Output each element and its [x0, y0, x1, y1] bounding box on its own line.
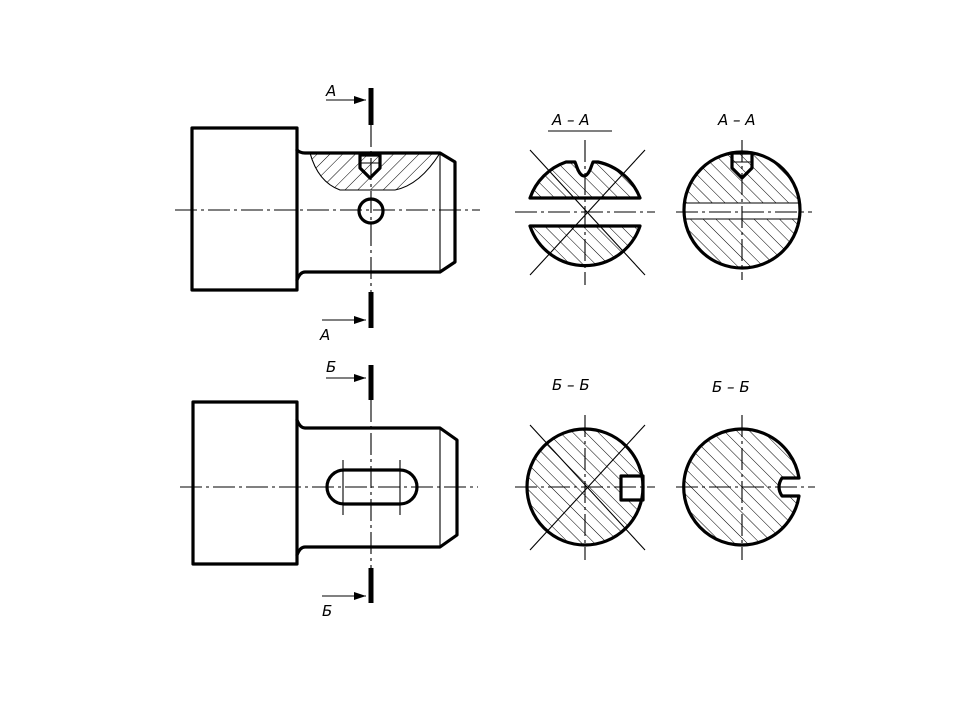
diag-2 — [529, 149, 646, 276]
pin-hole-section — [358, 153, 382, 180]
section-a-a-left: А – А — [515, 111, 655, 285]
section-b-b-right: Б – Б — [676, 378, 815, 560]
keyway-blank — [621, 476, 643, 500]
arrow-b-bottom-head — [354, 592, 366, 600]
disc-outline — [682, 427, 801, 547]
label-a-top: А — [325, 82, 336, 100]
title-b-b-right: Б – Б — [712, 378, 750, 396]
section-b-b-left: Б – Б — [515, 376, 655, 560]
label-a-bottom: А — [319, 326, 330, 344]
arrow-b-top-head — [354, 374, 366, 382]
shaft-body-small — [295, 148, 457, 282]
bottom-half-outline — [528, 224, 642, 268]
local-section-border — [309, 152, 441, 191]
diag-2 — [529, 424, 646, 551]
section-a-a-right: А – А — [676, 111, 812, 280]
arrow-a-top-head — [354, 96, 366, 104]
title-b-b-left: Б – Б — [552, 376, 590, 394]
pin-hole — [730, 151, 754, 180]
shaft-body-large — [190, 126, 299, 292]
title-a-a-right: А – А — [717, 111, 756, 129]
shaft-body-large — [191, 400, 299, 566]
label-b-top: Б — [326, 358, 336, 376]
label-b-bottom: Б — [322, 602, 332, 620]
shaft-view-a: А А — [175, 82, 480, 344]
title-a-a-left: А – А — [551, 111, 590, 129]
keyway-notch — [619, 474, 645, 502]
arrow-a-bottom-head — [354, 316, 366, 324]
shaft-view-b: Б Б — [180, 358, 478, 620]
